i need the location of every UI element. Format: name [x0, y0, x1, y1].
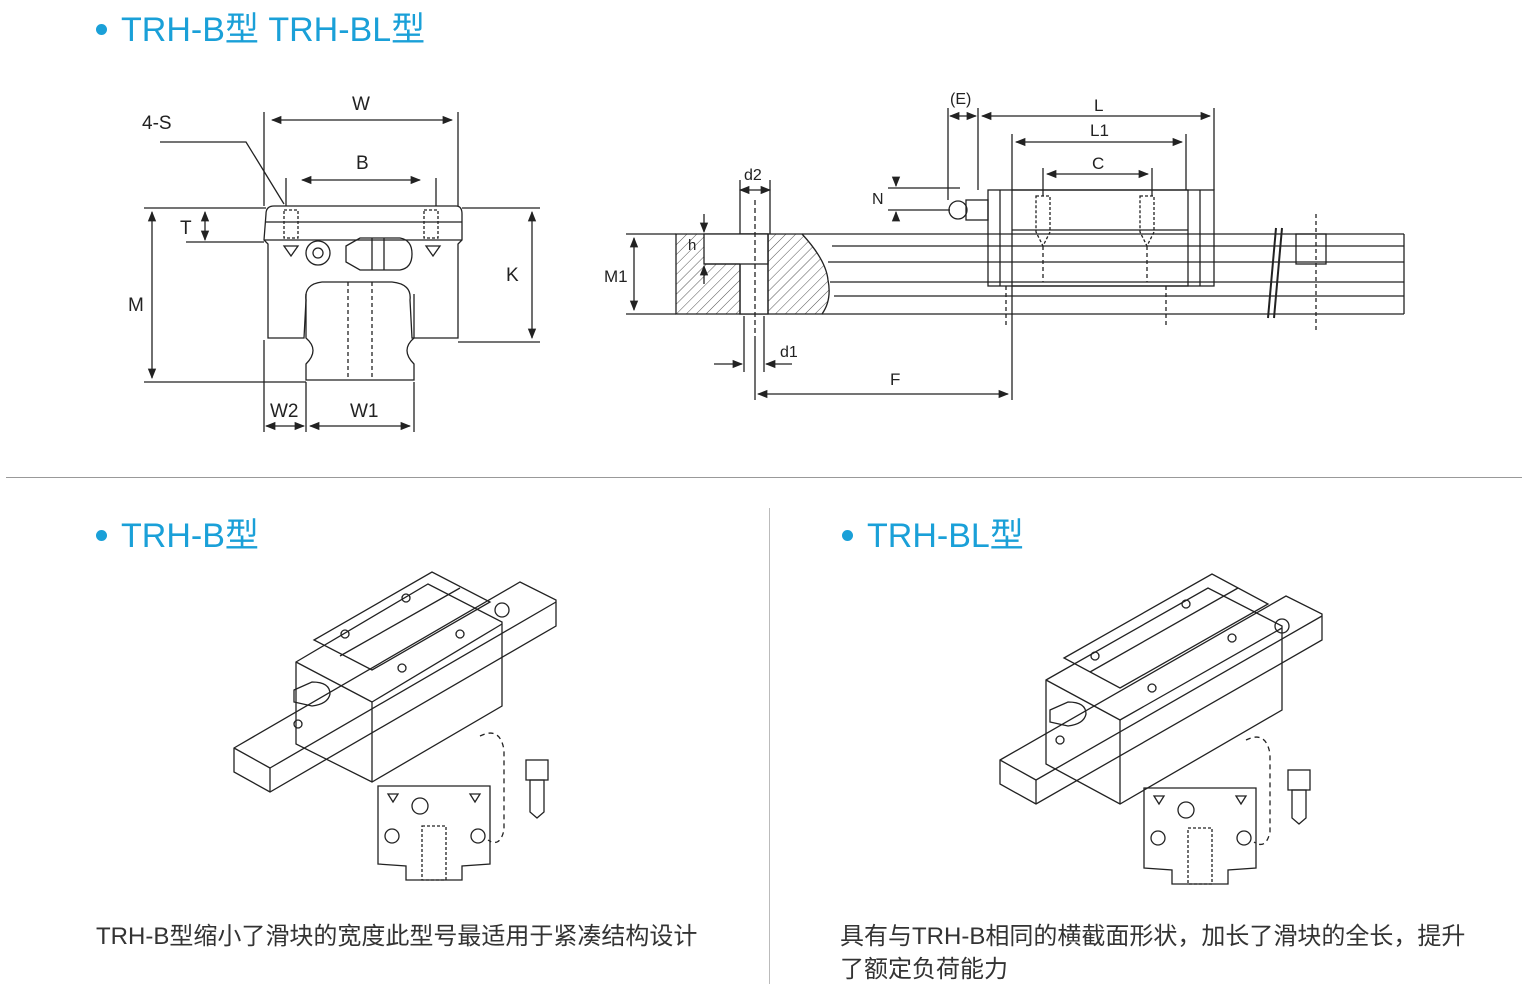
label-k: K	[506, 265, 519, 286]
label-f: F	[890, 370, 900, 389]
section-heading-top: TRH-B型 TRH-BL型	[96, 2, 425, 51]
label-m: M	[128, 295, 144, 316]
bullet-icon	[842, 529, 853, 541]
label-w1: W1	[350, 401, 379, 422]
heading-text-top: TRH-B型 TRH-BL型	[121, 11, 426, 49]
bullet-icon	[96, 23, 107, 35]
label-w2: W2	[270, 401, 299, 422]
description-trh-bl: 具有与TRH-B相同的横截面形状，加长了滑块的全长，提升了额定负荷能力	[840, 923, 1466, 983]
heading-text-right: TRH-BL型	[867, 517, 1024, 555]
heading-text-left: TRH-B型	[121, 517, 259, 555]
section-heading-right: TRH-BL型	[842, 508, 1024, 557]
label-l1: L1	[1090, 121, 1109, 140]
bullet-icon	[96, 529, 107, 541]
label-e: (E)	[950, 91, 971, 108]
front-view-drawing	[144, 112, 540, 432]
label-s: 4-S	[142, 113, 172, 134]
label-m1: M1	[604, 267, 628, 286]
horizontal-divider	[6, 477, 1522, 478]
vertical-divider	[769, 508, 770, 984]
isometric-trh-b-drawing	[233, 571, 557, 881]
section-heading-left: TRH-B型	[96, 508, 259, 557]
label-b: B	[356, 153, 369, 174]
label-d2: d2	[744, 167, 762, 184]
description-trh-b: TRH-B型缩小了滑块的宽度此型号最适用于紧凑结构设计	[96, 923, 698, 950]
side-view-drawing	[626, 108, 1405, 400]
label-d1: d1	[780, 344, 798, 361]
label-t: T	[180, 218, 192, 239]
label-c: C	[1092, 154, 1104, 173]
label-l: L	[1094, 96, 1103, 115]
label-w: W	[352, 94, 370, 115]
isometric-trh-bl-drawing	[999, 573, 1323, 885]
dimension-labels: W 4-S B T M K W2 W1 (E) L L1 C N d2 M1 h…	[128, 91, 1109, 422]
label-h: h	[688, 237, 696, 254]
label-n: N	[872, 191, 884, 208]
